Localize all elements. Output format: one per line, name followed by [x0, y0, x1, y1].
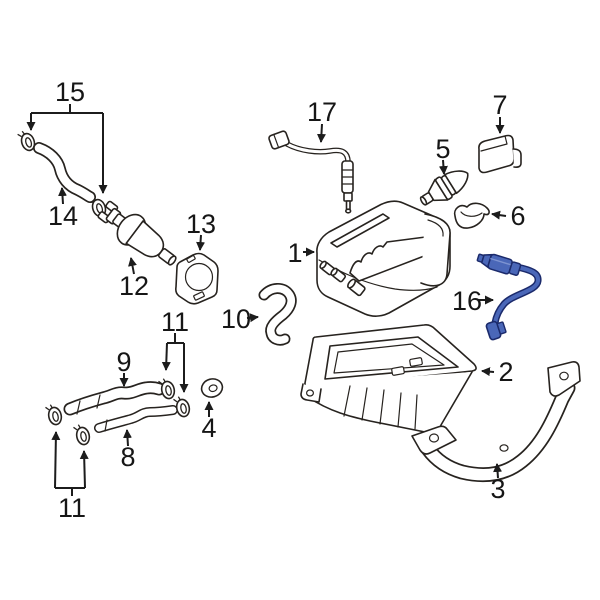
part-4-grommet [200, 378, 224, 398]
callout-2: 2 [481, 357, 514, 387]
callout-label-1: 1 [287, 238, 302, 268]
callout-8: 8 [120, 429, 136, 472]
callout-13: 13 [186, 209, 216, 251]
callout-16: 16 [452, 286, 494, 316]
callout-label-12: 12 [119, 271, 149, 301]
callout-3: 3 [490, 463, 506, 504]
callout-label-3: 3 [490, 474, 505, 504]
callout-label-11-top: 11 [161, 307, 189, 337]
part-8-hose [94, 405, 178, 433]
part-10-hose [258, 283, 297, 346]
part-2-tray [300, 324, 477, 434]
part-7-cover [478, 134, 522, 174]
callout-label-2: 2 [498, 357, 513, 387]
callout-6: 6 [491, 201, 526, 231]
part-5-valve [419, 170, 469, 206]
callout-label-15: 15 [55, 77, 85, 107]
callout-14: 14 [48, 187, 78, 231]
part-1-canister [316, 200, 451, 317]
part-14-hose [33, 142, 96, 203]
part-13-holder [175, 252, 219, 305]
callout-label-17: 17 [307, 97, 337, 127]
callout-7: 7 [492, 90, 508, 134]
callout-10: 10 [221, 304, 259, 334]
callout-9: 9 [116, 347, 132, 387]
callout-label-4: 4 [201, 413, 216, 443]
callout-17: 17 [307, 97, 337, 143]
clamp-drawing [72, 422, 92, 447]
part-12-valve [97, 200, 177, 266]
callouts-layer: 15 14 12 13 17 5 7 6 [26, 77, 526, 523]
clamp-drawing [44, 402, 64, 427]
part-16-oxygen-sensor-highlighted [476, 253, 542, 341]
callout-label-7: 7 [492, 90, 507, 120]
callout-label-6: 6 [510, 201, 525, 231]
callout-11-top: 11 [161, 307, 189, 393]
callout-label-13: 13 [186, 209, 216, 239]
callout-label-9: 9 [116, 347, 131, 377]
callout-label-10: 10 [221, 304, 251, 334]
part-9-hose [63, 381, 166, 416]
callout-5: 5 [435, 134, 451, 175]
callout-1: 1 [287, 238, 315, 268]
part-17-oxygen-sensor [268, 130, 354, 214]
callout-12: 12 [119, 257, 149, 301]
callout-label-5: 5 [435, 134, 450, 164]
callout-15: 15 [26, 77, 108, 194]
parts-layer [16, 127, 581, 483]
callout-label-16: 16 [452, 286, 482, 316]
callout-4: 4 [201, 401, 217, 443]
callout-label-11-bottom: 11 [58, 493, 86, 523]
callout-label-8: 8 [120, 442, 135, 472]
callout-label-14: 14 [48, 201, 78, 231]
part-6-bracket [453, 202, 490, 229]
callout-11-bottom: 11 [51, 431, 89, 523]
